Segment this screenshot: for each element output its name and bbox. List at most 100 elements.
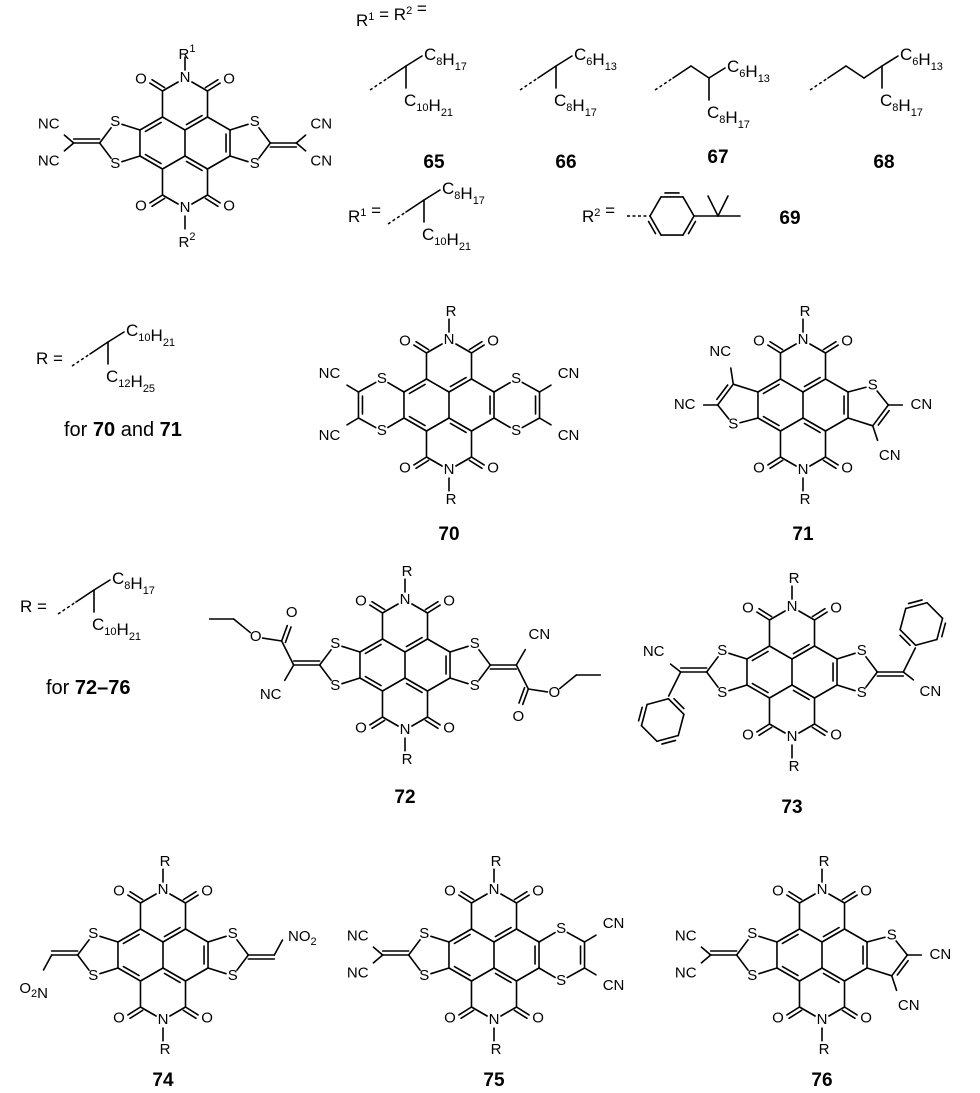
oxygen-atom: O	[223, 198, 235, 215]
sulfur-atom: S	[556, 920, 566, 937]
oxygen-atom: O	[135, 198, 147, 215]
cyano-group: NC	[347, 964, 369, 981]
sulfur-atom: S	[88, 967, 98, 984]
oxygen-atom: O	[532, 1010, 544, 1027]
cyano-group: CN	[558, 427, 580, 444]
compound-69-definition: R1 = R2 =	[348, 201, 615, 226]
oxygen-atom: O	[399, 460, 411, 477]
sulfur-atom: S	[377, 370, 387, 387]
r-substituent: R	[402, 751, 413, 768]
r2-equal-label: R2 =	[582, 201, 615, 226]
for-70-71-label: for 70 and 71	[64, 419, 182, 441]
sulfur-atom: S	[747, 967, 757, 984]
r-substituent: R	[446, 491, 457, 508]
cyano-group: NC	[319, 365, 341, 382]
r-substituent: R	[491, 1041, 502, 1058]
compound-number: 65	[423, 152, 445, 173]
r-substituent: R	[160, 853, 171, 870]
oxygen-atom: O	[753, 460, 765, 477]
cyano-group: CN	[310, 152, 332, 169]
cyano-group: CN	[603, 915, 625, 932]
oxygen-atom: O	[830, 727, 842, 744]
sulfur-atom: S	[556, 972, 566, 989]
sulfur-atom: S	[110, 155, 120, 172]
cyano-group: CN	[558, 365, 580, 382]
alkyl-chain-label: C8H17	[112, 569, 155, 597]
r1-r2-header: R1 = R2 =	[356, 0, 427, 30]
r-equal-label: R1 = R2 =	[356, 0, 427, 30]
sulfur-atom: S	[470, 677, 480, 694]
r-substituent: R1	[179, 43, 196, 63]
cyano-group: CN	[603, 977, 625, 994]
nitrogen-atom: N	[180, 69, 191, 86]
for-72-76-label: for 72–76	[46, 677, 131, 699]
oxygen-atom: O	[355, 720, 367, 737]
oxygen-atom: O	[512, 708, 524, 725]
nitrogen-atom: N	[158, 1011, 169, 1028]
oxygen-atom: O	[223, 70, 235, 87]
sulfur-atom: S	[88, 925, 98, 942]
sulfur-atom: S	[250, 113, 260, 130]
compound-number: 68	[873, 152, 894, 173]
oxygen-atom: O	[399, 332, 411, 349]
compound-number: 72	[394, 787, 415, 808]
alkyl-chain-label: C10H21	[92, 615, 141, 643]
nitrogen-atom: N	[787, 598, 798, 615]
sulfur-atom: S	[887, 926, 897, 943]
oxygen-atom: O	[860, 1010, 872, 1027]
alkyl-chain-label: C6H13	[900, 45, 943, 73]
oxygen-atom: O	[487, 460, 499, 477]
oxygen-atom: O	[532, 882, 544, 899]
r-substituent: R2	[179, 231, 196, 251]
sulfur-atom: S	[857, 684, 867, 701]
oxygen-atom: O	[443, 720, 455, 737]
cyano-group: NC	[643, 643, 665, 660]
cyano-group: NC	[675, 928, 697, 945]
sulfur-atom: S	[857, 642, 867, 659]
sulfur-atom: S	[377, 422, 387, 439]
sulfur-atom: S	[110, 113, 120, 130]
oxygen-atom: O	[250, 628, 262, 645]
r1-equal-label: R1 =	[348, 201, 381, 226]
nitrogen-atom: N	[444, 461, 455, 478]
r-substituent: R	[446, 303, 457, 320]
nitrogen-atom: N	[817, 1011, 828, 1028]
oxygen-atom: O	[753, 332, 765, 349]
r-substituent: R	[402, 563, 413, 580]
alkyl-chain-label: C6H13	[574, 45, 617, 73]
sulfur-atom: S	[511, 370, 521, 387]
r-substituent: R	[491, 853, 502, 870]
r-substituent: R	[789, 570, 800, 587]
alkyl-chain-label: C8H17	[424, 45, 467, 73]
cyano-group: NC	[38, 152, 60, 169]
cyano-group: NC	[260, 686, 282, 703]
oxygen-atom: O	[742, 727, 754, 744]
oxygen-atom: O	[355, 592, 367, 609]
r-substituent: R	[800, 491, 811, 508]
alkyl-chain-label: C8H17	[554, 91, 597, 119]
nitrogen-atom: N	[444, 331, 455, 348]
compound-number: 75	[483, 1070, 505, 1091]
tert-butylphenyl	[627, 192, 741, 236]
sulfur-atom: S	[747, 925, 757, 942]
compound-number: 71	[792, 524, 814, 545]
nitrogen-atom: N	[817, 881, 828, 898]
sulfur-atom: S	[728, 415, 738, 432]
nitro-group: O2N	[19, 980, 48, 1002]
sulfur-atom: S	[228, 925, 238, 942]
oxygen-atom: O	[860, 882, 872, 899]
